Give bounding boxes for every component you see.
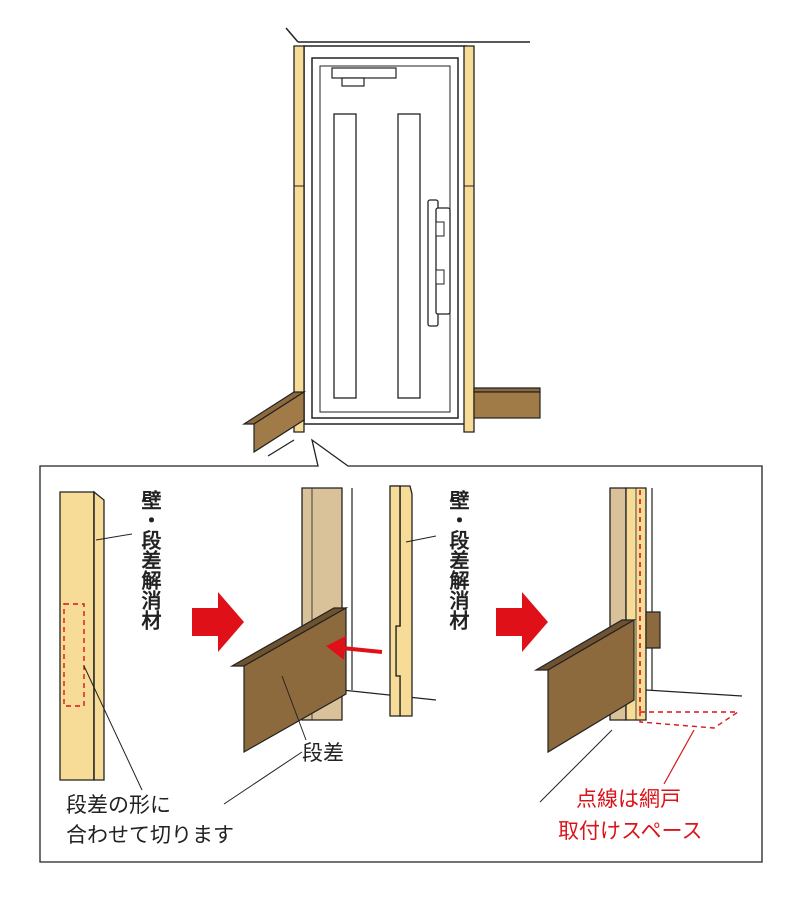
right-step [473, 387, 541, 419]
material-label-2: 壁・段差解消材 [446, 489, 470, 630]
arrow-right-icon [192, 592, 244, 652]
door-handle-icon [427, 199, 451, 327]
door-panel-right [397, 113, 421, 399]
step-3-panel: 点線は網戸 取付けスペース [533, 487, 743, 843]
step-label: 段差 [302, 741, 344, 765]
space-note-line1: 点線は網戸 [576, 787, 681, 811]
arrow-left-icon [326, 636, 383, 660]
step-beam-3 [533, 611, 661, 754]
space-note-line2: 取付けスペース [558, 819, 702, 843]
right-wood-strip [463, 45, 475, 433]
left-wood-strip [293, 45, 305, 433]
screen-space-floor [639, 711, 741, 729]
left-step [241, 390, 307, 457]
arrow-right-icon-2 [496, 592, 548, 652]
cut-instruction-line1: 段差の形に [66, 793, 171, 817]
door-panel-left [333, 113, 357, 399]
material-strip-1 [59, 491, 95, 781]
door-closer-icon [331, 67, 397, 87]
cut-instruction-line2: 合わせて切ります [66, 823, 234, 847]
step-2-panel: 段差 壁・段差解消材 [223, 485, 470, 805]
door-overview [241, 27, 541, 457]
step-beam [229, 606, 349, 754]
cut-mark [63, 603, 85, 707]
material-label-1: 壁・段差解消材 [138, 489, 162, 630]
step-1-panel: 壁・段差解消材 段差の形に 合わせて切ります [59, 489, 234, 847]
